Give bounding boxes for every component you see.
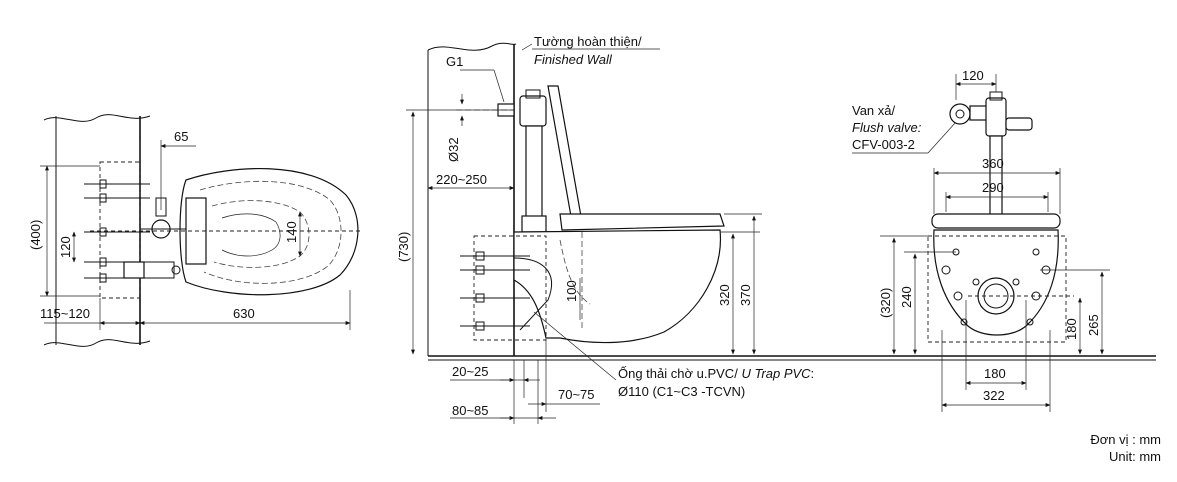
inlet-elbow [123,261,145,279]
dim-360: 360 [982,156,1004,171]
dim-240: 240 [899,286,914,308]
valve-inlet-icon [949,103,971,125]
wall-break-bottom [43,339,151,347]
dim-180-vertical: 180 [1064,318,1079,340]
dim-65: 65 [174,129,188,144]
pipe-label-line2: Ø110 (C1~C3 -TCVN) [618,384,745,399]
pipe-label-line1: Ống thải chờ u.PVC/ U Trap PVC: [618,366,814,381]
valve-model: CFV-003-2 [852,137,915,152]
valve-body-front [985,97,1007,137]
bowl-side-profile [513,229,722,344]
dim-730: (730) [396,232,411,262]
dim-320-front: (320) [878,288,893,318]
front-flush-pipe [989,135,1003,217]
dim-400: (400) [28,220,43,250]
valve-label-vi: Van xả/ [852,103,896,118]
seat [559,213,725,231]
front-carrier [927,235,1067,343]
dim-290: 290 [982,180,1004,195]
seat-front [931,213,1061,229]
valve-handle [1005,117,1033,131]
dim-370: 370 [738,284,753,306]
trap-hidden [559,239,591,305]
side-carrier [473,235,547,341]
dim-70-75: 70~75 [558,387,595,402]
wall-break [427,42,517,51]
dim-265: 265 [1086,314,1101,336]
wall-label-en: Finished Wall [534,52,613,67]
wall-label-vi: Tường hoàn thiện/ [534,34,642,49]
dim-120: 120 [58,236,73,258]
flush-pipe [525,125,543,221]
dim-d32: Ø32 [446,137,461,162]
pipe-nut [521,215,547,233]
dim-100: 100 [564,280,579,302]
units-label-vi: Đơn vị : mm [1090,432,1161,447]
dim-320: 320 [717,284,732,306]
dim-115-120: 115~120 [40,306,90,321]
dim-140: 140 [284,221,299,243]
wall-break-top [43,114,151,122]
valve-label-en: Flush valve: [852,120,922,135]
dim-630: 630 [233,306,255,321]
plan-view: 65 (400) 120 140 115~120 630 [28,114,360,347]
dim-120-front: 120 [962,68,984,83]
side-view: Tường hoàn thiện/ Finished Wall G1 [396,34,1156,424]
dim-g1: G1 [446,54,463,69]
waterway [221,213,281,257]
dim-322: 322 [983,388,1005,403]
dim-180-horizontal: 180 [984,366,1006,381]
bowl-outline [179,167,359,296]
flush-valve-body [519,95,547,127]
dim-80-85: 80~85 [452,403,489,418]
front-view: Van xả/ Flush valve: CFV-003-2 120 360 2… [852,68,1110,412]
dim-20-25: 20~25 [452,364,489,379]
units-label-en: Unit: mm [1109,449,1161,464]
rim-hidden [199,180,342,284]
dim-220-250: 220~250 [436,172,487,187]
seat-cover-raised [547,85,583,223]
inner-bowl-hidden [211,200,310,268]
side-bolts [460,251,530,331]
